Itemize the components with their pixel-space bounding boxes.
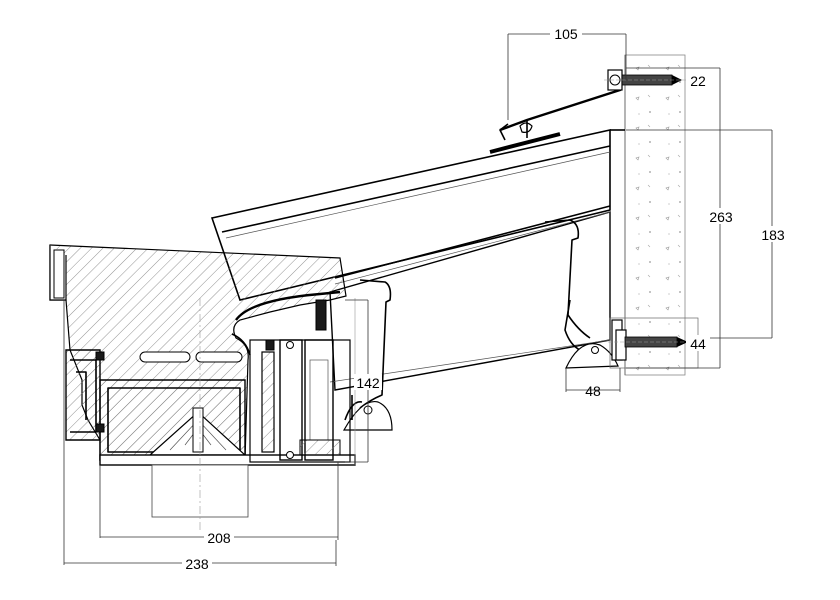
- dim-238: 238: [63, 300, 337, 572]
- dim-44: 44: [686, 335, 710, 352]
- dim-label-48: 48: [585, 383, 601, 399]
- dim-label-208: 208: [207, 530, 231, 546]
- dim-142: 142: [345, 299, 382, 463]
- dim-183: 183: [626, 129, 788, 339]
- base-frame: [49, 244, 356, 518]
- dim-label-238: 238: [185, 556, 209, 572]
- dim-208: 208: [99, 462, 339, 546]
- dim-48: 48: [565, 368, 621, 399]
- dim-label-44: 44: [690, 336, 706, 352]
- dim-105: 105: [507, 26, 627, 120]
- top-screw: [604, 69, 690, 91]
- dim-label-263: 263: [709, 209, 733, 225]
- ridge-profile: [544, 219, 623, 369]
- wall-section: [624, 54, 686, 376]
- roof-panel-lower: [329, 205, 611, 391]
- dim-label-22: 22: [690, 73, 706, 89]
- dim-label-183: 183: [761, 227, 785, 243]
- dim-263: 263: [626, 67, 736, 369]
- dim-label-142: 142: [356, 375, 380, 391]
- dim-label-105: 105: [554, 26, 578, 42]
- dim-22: 22: [686, 72, 710, 89]
